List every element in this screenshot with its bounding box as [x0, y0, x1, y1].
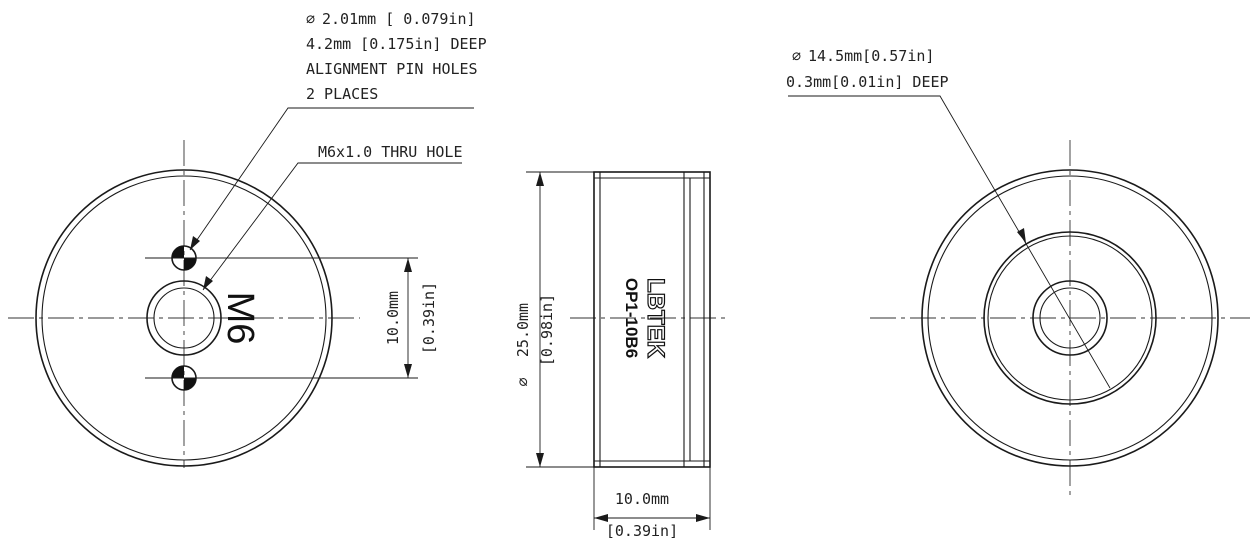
thru-hole-note: M6x1.0 THRU HOLE	[318, 143, 463, 161]
recess-note-line1: 14.5mm[0.57in]	[808, 47, 934, 65]
model-engraving: OP1-10B6	[622, 278, 641, 358]
front-view: 10.0mm [0.39in] M6 ⌀ 2.01mm [ 0.079in] 4…	[8, 10, 487, 468]
side-view: ⌀ 25.0mm [0.98in] 10.0mm [0.39in] LBTEK …	[514, 171, 730, 540]
diameter-mm-label: 25.0mm	[514, 303, 532, 357]
side-view-body	[593, 171, 711, 468]
thickness-in-label: [0.39in]	[606, 522, 678, 540]
pin-hole-note-line1: 2.01mm [ 0.079in]	[322, 10, 476, 28]
back-view-chamfer-circle	[927, 175, 1213, 461]
recess-leader-arrow	[1017, 228, 1026, 243]
pin-spacing-arrow-bottom	[404, 364, 412, 378]
back-hole-outer	[1032, 280, 1108, 356]
pin-spacing-arrow-top	[404, 258, 412, 272]
thread-engraving: M6	[219, 292, 261, 345]
pin-hole-note-line2: 4.2mm [0.175in] DEEP	[306, 35, 487, 53]
recess-diameter-symbol: ⌀	[792, 47, 801, 65]
back-hole-inner	[1039, 287, 1101, 349]
m6-thru-hole-outer	[146, 280, 222, 356]
pin-spacing-in-label: [0.39in]	[420, 282, 438, 354]
brand-engraving: LBTEK	[642, 278, 669, 359]
recess-note-line2: 0.3mm[0.01in] DEEP	[786, 73, 949, 91]
pin-hole-leader	[189, 107, 474, 251]
pin-hole-leader-arrow	[190, 236, 200, 250]
diameter-symbol-side: ⌀	[514, 377, 532, 386]
recess-leader	[788, 95, 1111, 389]
thickness-mm-label: 10.0mm	[615, 490, 669, 508]
diameter-symbol: ⌀	[306, 10, 315, 28]
diameter-arrow-top	[536, 172, 544, 186]
front-view-outer-circle	[35, 169, 333, 467]
thickness-arrow-left	[594, 514, 608, 522]
pin-hole-note: ⌀ 2.01mm [ 0.079in] 4.2mm [0.175in] DEEP…	[306, 10, 487, 103]
thru-hole-leader-arrow	[203, 276, 213, 290]
pin-hole-note-line3: ALIGNMENT PIN HOLES	[306, 60, 478, 78]
thru-hole-leader	[202, 162, 462, 291]
recess-note: ⌀ 14.5mm[0.57in] 0.3mm[0.01in] DEEP	[786, 47, 949, 91]
alignment-pin-hole-top	[171, 245, 197, 271]
front-view-chamfer-circle	[41, 175, 327, 461]
diameter-in-label: [0.98in]	[538, 294, 556, 366]
recess-inner-circle	[987, 235, 1153, 401]
pin-spacing-mm-label: 10.0mm	[384, 291, 402, 345]
pin-hole-note-line4: 2 PLACES	[306, 85, 378, 103]
back-view: ⌀ 14.5mm[0.57in] 0.3mm[0.01in] DEEP	[786, 47, 1250, 500]
diameter-arrow-bottom	[536, 453, 544, 467]
recess-circle	[983, 231, 1157, 405]
back-view-outer-circle	[921, 169, 1219, 467]
m6-thru-hole-inner	[153, 287, 215, 349]
thickness-arrow-right	[696, 514, 710, 522]
